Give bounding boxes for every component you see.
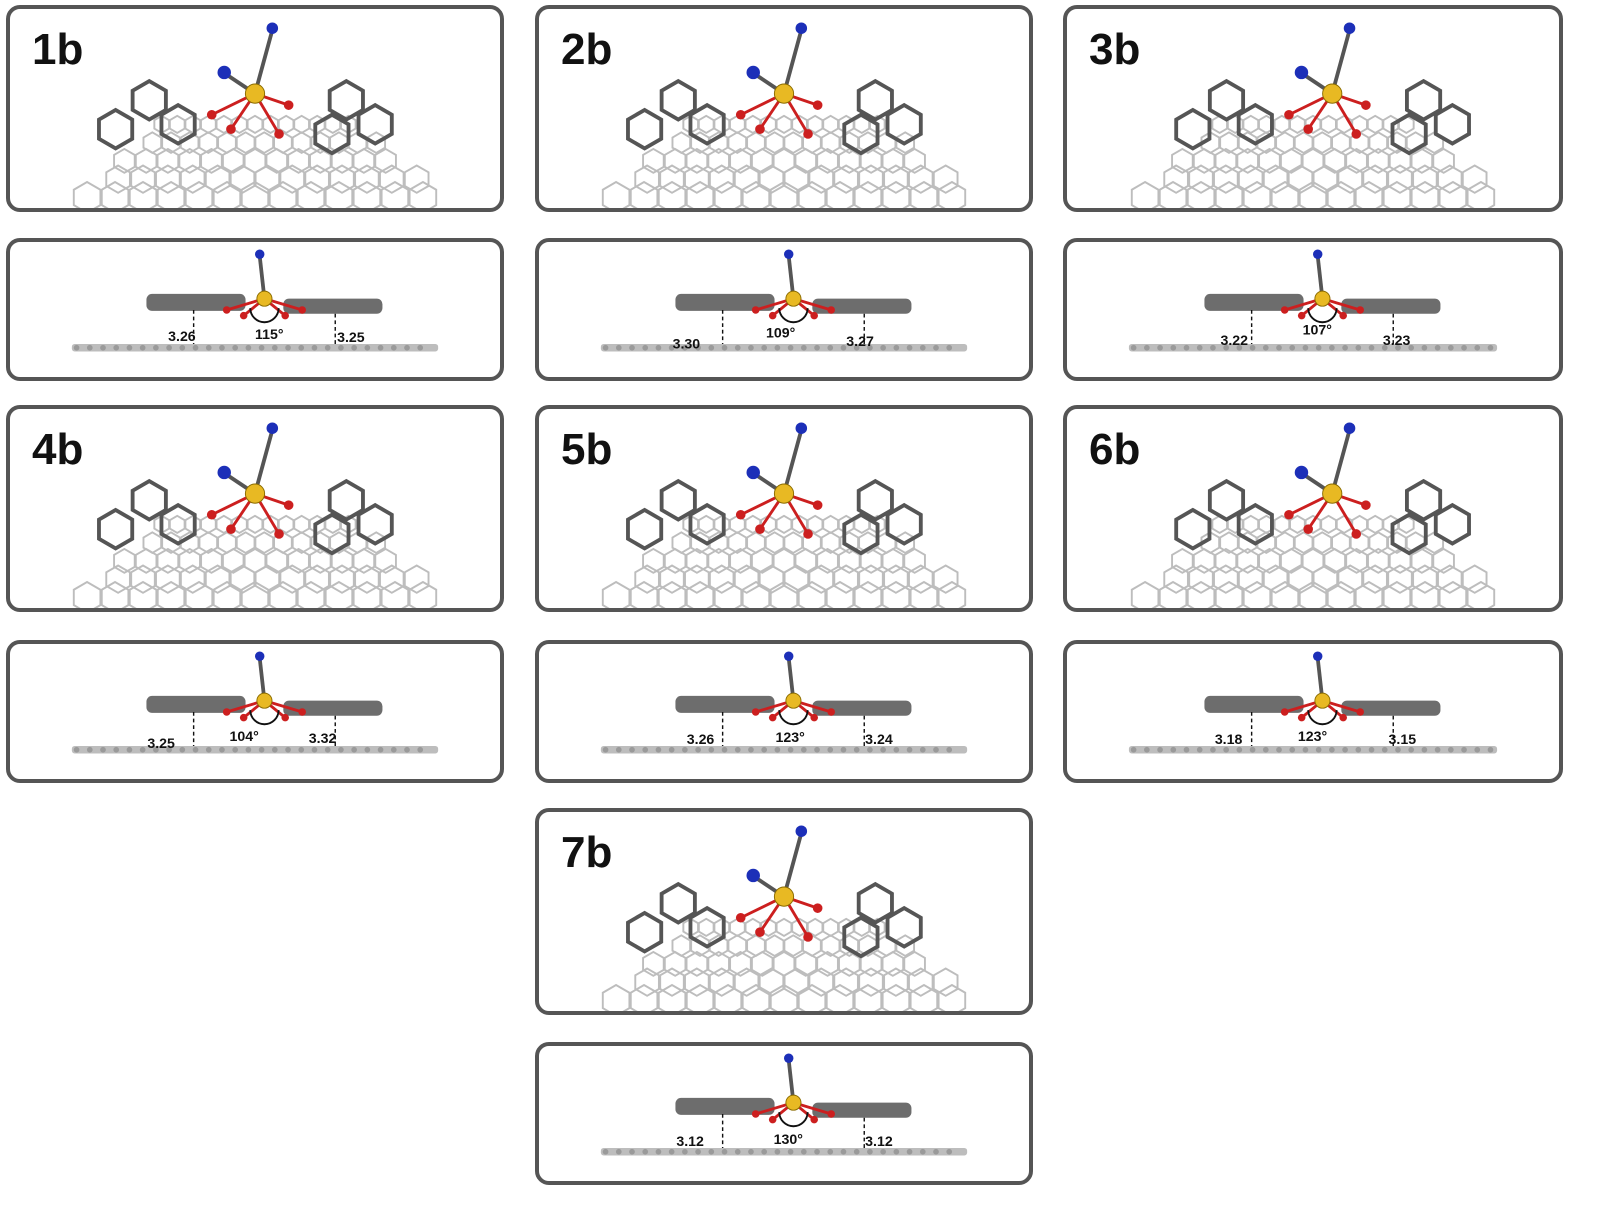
top-view-panel-6b: 6b (1063, 405, 1563, 612)
panel-label-6b: 6b (1089, 425, 1141, 474)
distance-left-7b: 3.12 (676, 1134, 704, 1150)
distance-right-6b: 3.15 (1389, 732, 1417, 748)
distance-left-1b: 3.26 (168, 329, 196, 345)
panel-label-1b: 1b (32, 25, 84, 74)
molecule-side-view-3b: 3.22 107° 3.23 (1128, 249, 1498, 352)
molecule-side-view-7b: 3.12 130° 3.12 (600, 1053, 968, 1156)
angle-label-7b: 130° (774, 1132, 804, 1148)
molecule-top-view-6b (1130, 422, 1496, 608)
top-view-panel-3b: 3b (1063, 5, 1563, 212)
molecule-top-view-7b (601, 825, 967, 1011)
angle-label-6b: 123° (1298, 729, 1328, 745)
distance-left-4b: 3.25 (147, 736, 175, 752)
molecule-side-view-4b: 3.25 104° 3.32 (71, 651, 439, 754)
distance-left-5b: 3.26 (687, 732, 715, 748)
molecule-top-view-2b (601, 22, 967, 208)
top-view-panel-2b: 2b (535, 5, 1033, 212)
molecule-top-view-5b (601, 422, 967, 608)
distance-right-2b: 3.27 (846, 334, 874, 350)
molecule-side-view-6b: 3.18 123° 3.15 (1128, 651, 1498, 754)
angle-label-5b: 123° (776, 730, 806, 746)
top-view-panel-1b: 1b (6, 5, 504, 212)
angle-label-3b: 107° (1303, 323, 1333, 339)
side-view-panel-2b: 3.30 109° 3.27 (535, 238, 1033, 381)
side-view-panel-6b: 3.18 123° 3.15 (1063, 640, 1563, 783)
side-view-panel-4b: 3.25 104° 3.32 (6, 640, 504, 783)
top-view-panel-5b: 5b (535, 405, 1033, 612)
molecule-top-view-4b (72, 422, 438, 608)
distance-right-1b: 3.25 (337, 330, 365, 346)
side-view-panel-3b: 3.22 107° 3.23 (1063, 238, 1563, 381)
side-view-panel-7b: 3.12 130° 3.12 (535, 1042, 1033, 1185)
distance-left-2b: 3.30 (673, 337, 701, 353)
panel-label-5b: 5b (561, 425, 613, 474)
distance-right-7b: 3.12 (865, 1134, 893, 1150)
molecule-side-view-5b: 3.26 123° 3.24 (600, 651, 968, 754)
angle-label-4b: 104° (230, 729, 260, 745)
top-view-panel-7b: 7b (535, 808, 1033, 1015)
angle-label-1b: 115° (255, 327, 284, 343)
distance-right-5b: 3.24 (865, 732, 893, 748)
panel-label-2b: 2b (561, 25, 613, 74)
top-view-panel-4b: 4b (6, 405, 504, 612)
distance-left-3b: 3.22 (1220, 333, 1248, 349)
molecule-side-view-1b: 3.26 115° 3.25 (71, 249, 439, 352)
side-view-panel-5b: 3.26 123° 3.24 (535, 640, 1033, 783)
distance-left-6b: 3.18 (1215, 732, 1243, 748)
angle-label-2b: 109° (766, 325, 796, 341)
distance-right-4b: 3.32 (309, 731, 337, 747)
panel-label-4b: 4b (32, 425, 84, 474)
molecule-top-view-1b (72, 22, 438, 208)
molecule-top-view-3b (1130, 22, 1496, 208)
distance-right-3b: 3.23 (1383, 333, 1411, 349)
panel-label-7b: 7b (561, 828, 613, 877)
side-view-panel-1b: 3.26 115° 3.25 (6, 238, 504, 381)
panel-label-3b: 3b (1089, 25, 1141, 74)
molecule-side-view-2b: 3.30 109° 3.27 (600, 249, 968, 353)
